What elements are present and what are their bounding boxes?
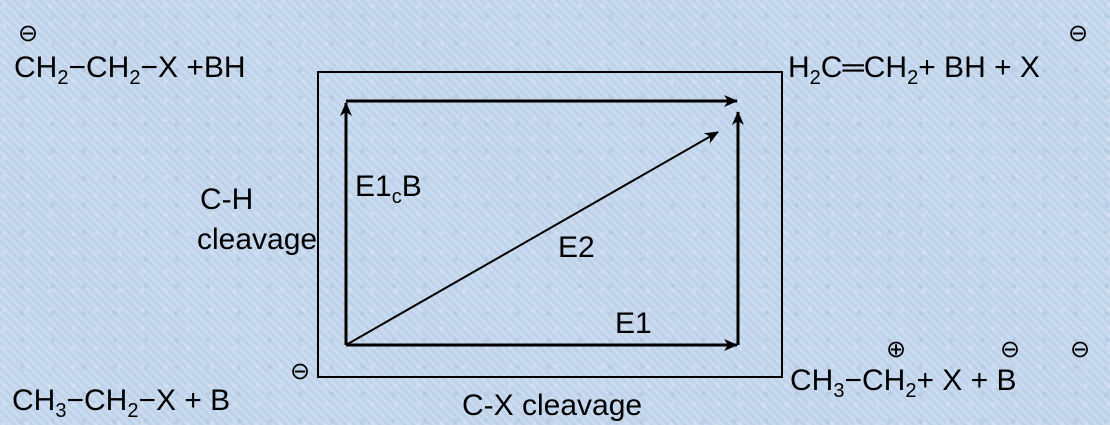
- c-h-cleavage-label-line1: C-H: [200, 183, 254, 216]
- base-charge-right: ⊖: [1070, 336, 1091, 363]
- e1cb-label: E1cB: [355, 170, 422, 208]
- c-x-cleavage-label: C-X cleavage: [462, 389, 643, 422]
- e2-label: E2: [558, 231, 595, 264]
- carbocation-charge: ⊕: [886, 336, 907, 363]
- e2-diagonal-arrow: [345, 131, 719, 346]
- starting-materials: CH3−CH2−X + B: [12, 384, 231, 422]
- base-charge: ⊖: [290, 358, 311, 385]
- c-h-cleavage-label-line2: cleavage: [197, 223, 318, 256]
- halide-charge: ⊖: [1000, 336, 1021, 363]
- carbanion-charge: ⊖: [18, 20, 39, 47]
- outer-box: [317, 71, 783, 378]
- leaving-group-charge: ⊖: [1068, 20, 1089, 47]
- alkene-products: H2C═CH2+ BH + X: [788, 51, 1040, 89]
- carbanion-intermediate: CH2−CH2−X +BH: [14, 51, 246, 89]
- carbocation-intermediate: CH3−CH2+ X + B: [790, 364, 1017, 402]
- e1-label: E1: [615, 307, 652, 340]
